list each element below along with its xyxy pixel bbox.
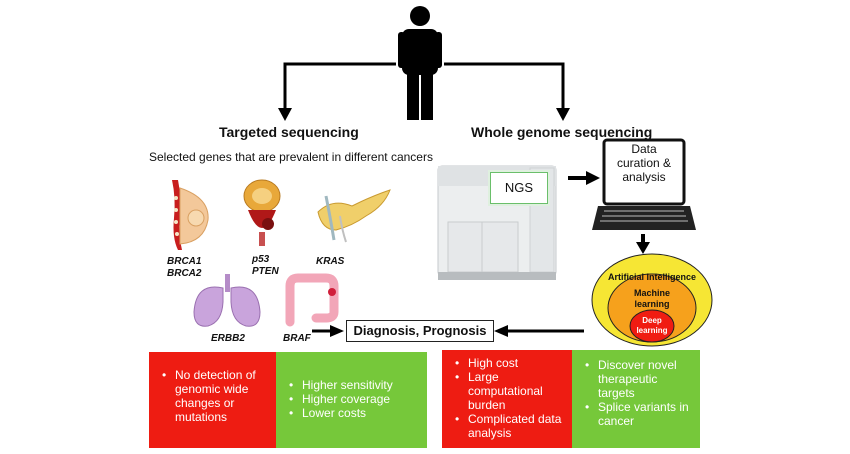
ai-inner-label: Deep learning: [636, 316, 668, 335]
wgs-cons-panel: High cost Large computational burden Com…: [442, 350, 572, 448]
ngs-label: NGS: [490, 172, 548, 204]
prostate-organ-image: [243, 179, 281, 246]
ai-nested-diagram: [591, 253, 713, 347]
wgs-con-item: Complicated data analysis: [455, 412, 568, 440]
gene-kras: KRAS: [316, 256, 345, 267]
person-figure: [398, 6, 442, 120]
gene-brca2: BRCA2: [167, 268, 202, 279]
targeted-pro-item: Lower costs: [289, 406, 423, 420]
diagnosis-prognosis-box: Diagnosis, Prognosis: [346, 320, 494, 342]
targeted-sequencing-title: Targeted sequencing: [219, 124, 359, 140]
pancreas-organ-image: [317, 189, 391, 243]
targeted-cons-panel: No detection of genomic wide changes or …: [149, 352, 276, 448]
whole-genome-sequencing-title: Whole genome sequencing: [471, 124, 653, 140]
targeted-genes-subtitle: Selected genes that are prevalent in dif…: [149, 150, 433, 164]
gene-brca1: BRCA1: [167, 256, 202, 267]
ai-outer-label: Artificial Intelligence: [607, 272, 697, 282]
wgs-pros-panel: Discover novel therapeutic targets Splic…: [572, 350, 700, 448]
wgs-pro-item: Discover novel therapeutic targets: [585, 358, 696, 400]
lung-organ-image: [193, 274, 261, 327]
targeted-con-item: No detection of genomic wide changes or …: [162, 368, 272, 424]
gene-p53: p53: [252, 254, 270, 265]
laptop-image: [592, 138, 696, 230]
ai-middle-label: Machine learning: [633, 288, 670, 309]
targeted-pro-item: Higher coverage: [289, 392, 423, 406]
targeted-pros-panel: Higher sensitivity Higher coverage Lower…: [276, 352, 427, 448]
breast-organ-image: [172, 180, 209, 250]
gene-pten: PTEN: [252, 266, 279, 277]
wgs-con-item: Large computational burden: [455, 370, 568, 412]
gene-braf: BRAF: [283, 333, 311, 344]
laptop-screen-text: Data curation & analysis: [616, 142, 672, 184]
targeted-pro-item: Higher sensitivity: [289, 378, 423, 392]
wgs-pro-item: Splice variants in cancer: [585, 400, 696, 428]
wgs-con-item: High cost: [455, 356, 568, 370]
gene-erbb2: ERBB2: [211, 333, 245, 344]
colon-organ-image: [285, 273, 339, 327]
